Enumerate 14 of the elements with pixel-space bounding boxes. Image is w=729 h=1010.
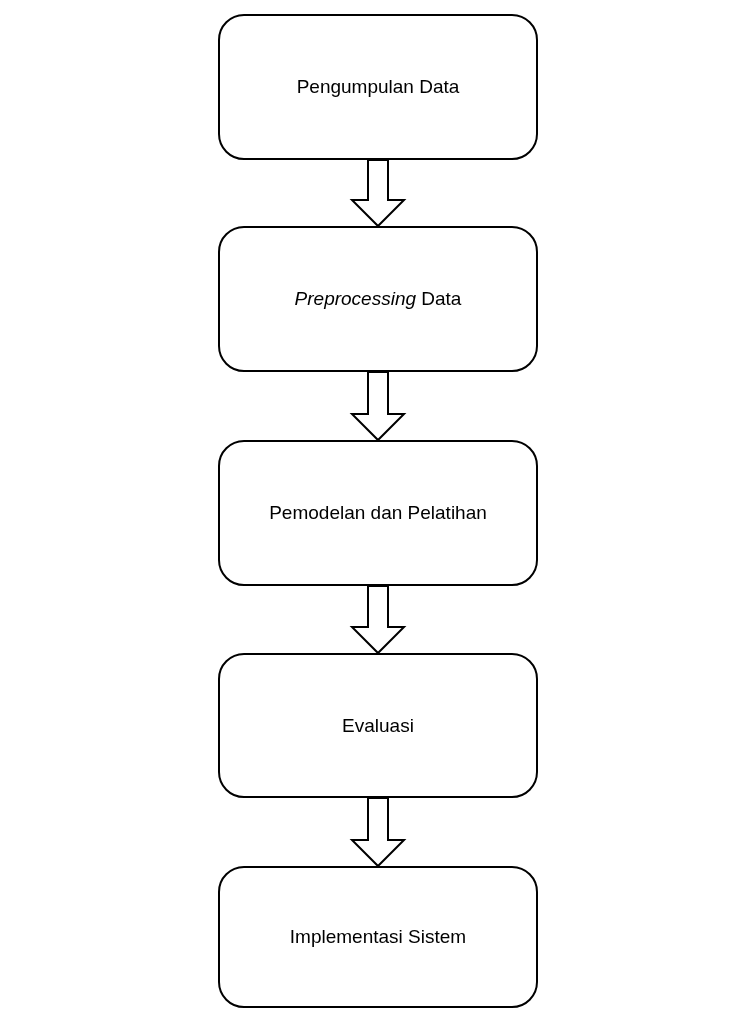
box-label: Pemodelan dan Pelatihan — [269, 501, 487, 525]
process-box — [218, 866, 538, 1008]
process-box — [218, 440, 538, 586]
box-label: Preprocessing Data — [294, 287, 462, 311]
process-box — [218, 14, 538, 160]
box-label: Pengumpulan Data — [296, 75, 460, 99]
block-arrow — [349, 797, 407, 868]
block-arrow — [349, 371, 407, 442]
process-box — [218, 653, 538, 798]
box-label: Implementasi Sistem — [289, 925, 467, 949]
block-arrow — [349, 159, 407, 228]
block-arrow — [349, 585, 407, 655]
box-label: Evaluasi — [342, 713, 414, 738]
process-box — [218, 226, 538, 372]
